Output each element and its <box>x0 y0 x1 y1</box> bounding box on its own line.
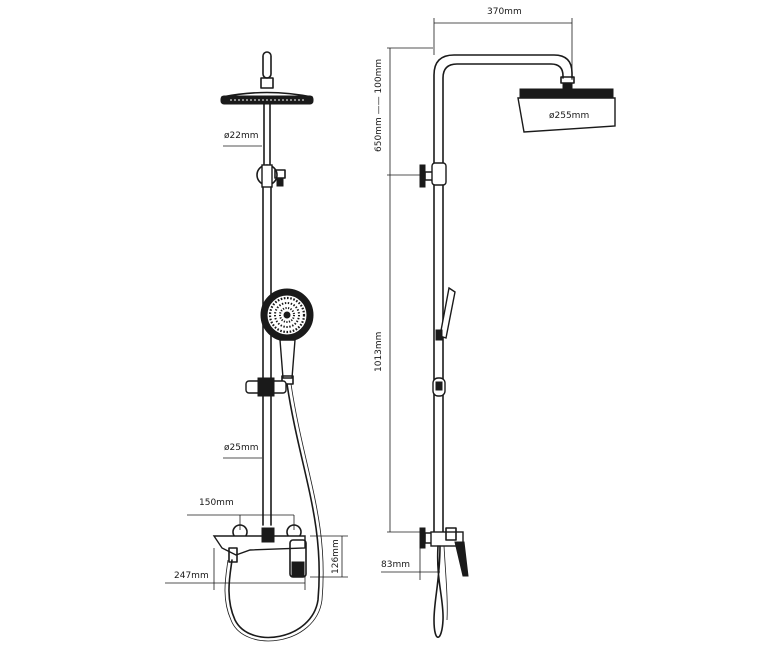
dim-wall-offset-label: 83mm <box>381 560 410 570</box>
dim-mixer-spacing-label: 150mm <box>199 498 234 508</box>
side-overhead-shower <box>517 88 616 133</box>
dim-height-range: 650mm —— 100mm <box>374 47 433 532</box>
dim-arm-reach: 370mm <box>433 7 573 80</box>
front-view: ø22mm ø25mm 150mm 247mm 126mm <box>165 51 348 642</box>
front-mixer <box>212 524 307 578</box>
front-slide-bar <box>262 186 272 526</box>
front-hose <box>224 383 324 642</box>
dim-slide-bar-diameter: ø25mm <box>223 443 262 459</box>
dim-mixer-depth: 247mm <box>165 548 306 590</box>
dim-arm-reach-label: 370mm <box>487 7 522 17</box>
side-riser-arm <box>433 54 575 176</box>
side-hand-shower <box>432 286 456 397</box>
dim-slide-bar-diameter-label: ø25mm <box>224 443 259 453</box>
dim-bar-height: 1013mm <box>374 332 425 533</box>
dim-mixer-height-label: 126mm <box>331 539 341 574</box>
front-upper-pipe <box>263 103 271 166</box>
side-mixer <box>419 527 469 577</box>
front-top-connector <box>260 51 274 89</box>
dim-mixer-depth-label: 247mm <box>174 571 209 581</box>
dim-overhead-diameter: ø255mm <box>549 111 589 121</box>
dim-overhead-diameter-label: ø255mm <box>549 111 589 121</box>
dim-bar-height-label: 1013mm <box>374 332 384 372</box>
dim-mixer-spacing: 150mm <box>187 498 295 530</box>
dim-pipe-diameter-label: ø22mm <box>224 131 259 141</box>
side-slide-bar <box>433 184 444 533</box>
side-upper-bracket <box>419 162 447 188</box>
front-height-adjuster <box>256 164 286 188</box>
side-view: 370mm ø255mm 650mm —— 100mm 1013mm 83mm <box>374 7 616 639</box>
dim-mixer-height: 126mm <box>310 535 348 578</box>
front-hand-shower <box>260 288 314 385</box>
side-hose <box>433 545 448 639</box>
front-shower-holder <box>245 377 287 397</box>
dim-height-range-label: 650mm —— 100mm <box>374 59 384 152</box>
dim-pipe-diameter: ø22mm <box>223 131 262 147</box>
front-overhead-shower <box>220 91 314 105</box>
dim-wall-offset: 83mm <box>381 548 440 580</box>
